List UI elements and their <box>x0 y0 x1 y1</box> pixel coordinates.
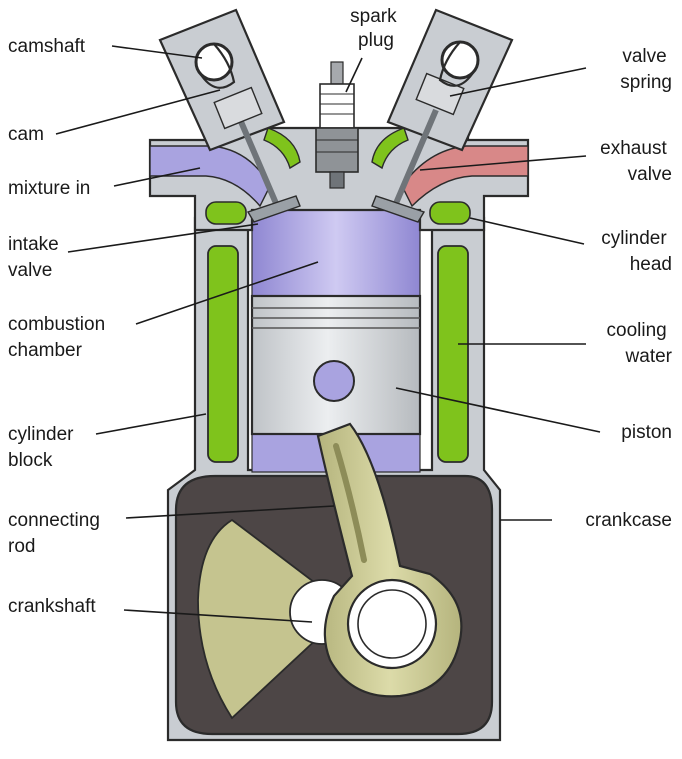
exhaust-cam-housing <box>386 8 514 152</box>
leader-cylinder-block <box>95 413 207 435</box>
label-mixture-in: mixture in <box>8 178 90 199</box>
head-coolant-right <box>429 201 471 225</box>
exhaust-port <box>401 145 529 208</box>
label-connecting-rod: connecting rod <box>8 510 105 557</box>
leader-intake-valve <box>67 223 259 253</box>
leader-connecting-rod <box>125 505 335 519</box>
head-coolant-left <box>205 201 247 225</box>
intake-cam-housing <box>158 8 286 152</box>
label-intake-valve: intake valve <box>8 234 64 281</box>
label-crankcase: crankcase <box>585 510 672 531</box>
head-coolant-left-upper <box>263 127 301 170</box>
exhaust-valve-spring <box>415 72 465 116</box>
connecting-rod-web <box>333 443 367 563</box>
leader-camshaft <box>111 45 203 59</box>
leader-crankshaft <box>123 609 313 623</box>
wrist-pin <box>313 360 355 402</box>
label-valve-spring: valve spring <box>620 46 672 93</box>
leader-cam <box>55 89 221 135</box>
exhaust-valve-stem <box>391 108 439 210</box>
intake-port <box>149 145 271 208</box>
intake-valve-stem <box>233 108 281 210</box>
label-camshaft: camshaft <box>8 36 86 57</box>
spark-plug-icon <box>315 61 359 189</box>
exhaust-cam-lobe <box>438 41 477 87</box>
leader-combustion-chamber <box>135 261 319 325</box>
leader-exhaust-valve <box>419 155 587 171</box>
exhaust-valve-head <box>371 195 426 223</box>
label-spark-plug: spark plug <box>350 6 402 51</box>
leader-valve-spring <box>449 67 587 97</box>
cooling-water-left <box>207 245 239 463</box>
leader-piston <box>395 387 601 433</box>
intake-valve-head <box>246 195 301 223</box>
label-cylinder-head: cylinder head <box>601 228 672 275</box>
intake-cam-lobe <box>197 43 236 89</box>
label-cylinder-block: cylinder block <box>8 424 79 471</box>
intake-valve-spring <box>213 86 263 130</box>
leader-mixture-in <box>113 167 201 187</box>
combustion-chamber <box>251 209 421 303</box>
leader-spark-plug <box>345 57 363 93</box>
head-coolant-right-upper <box>371 127 409 170</box>
leader-cylinder-head <box>469 217 585 245</box>
label-piston: piston <box>621 422 672 443</box>
label-cam: cam <box>8 124 44 145</box>
label-cooling-water: cooling water <box>607 320 673 367</box>
label-crankshaft: crankshaft <box>8 596 96 617</box>
label-exhaust-valve: exhaust valve <box>600 138 672 185</box>
cooling-water-right <box>437 245 469 463</box>
label-combustion-chamber: combustion chamber <box>8 314 110 361</box>
crank-pin <box>357 589 427 659</box>
